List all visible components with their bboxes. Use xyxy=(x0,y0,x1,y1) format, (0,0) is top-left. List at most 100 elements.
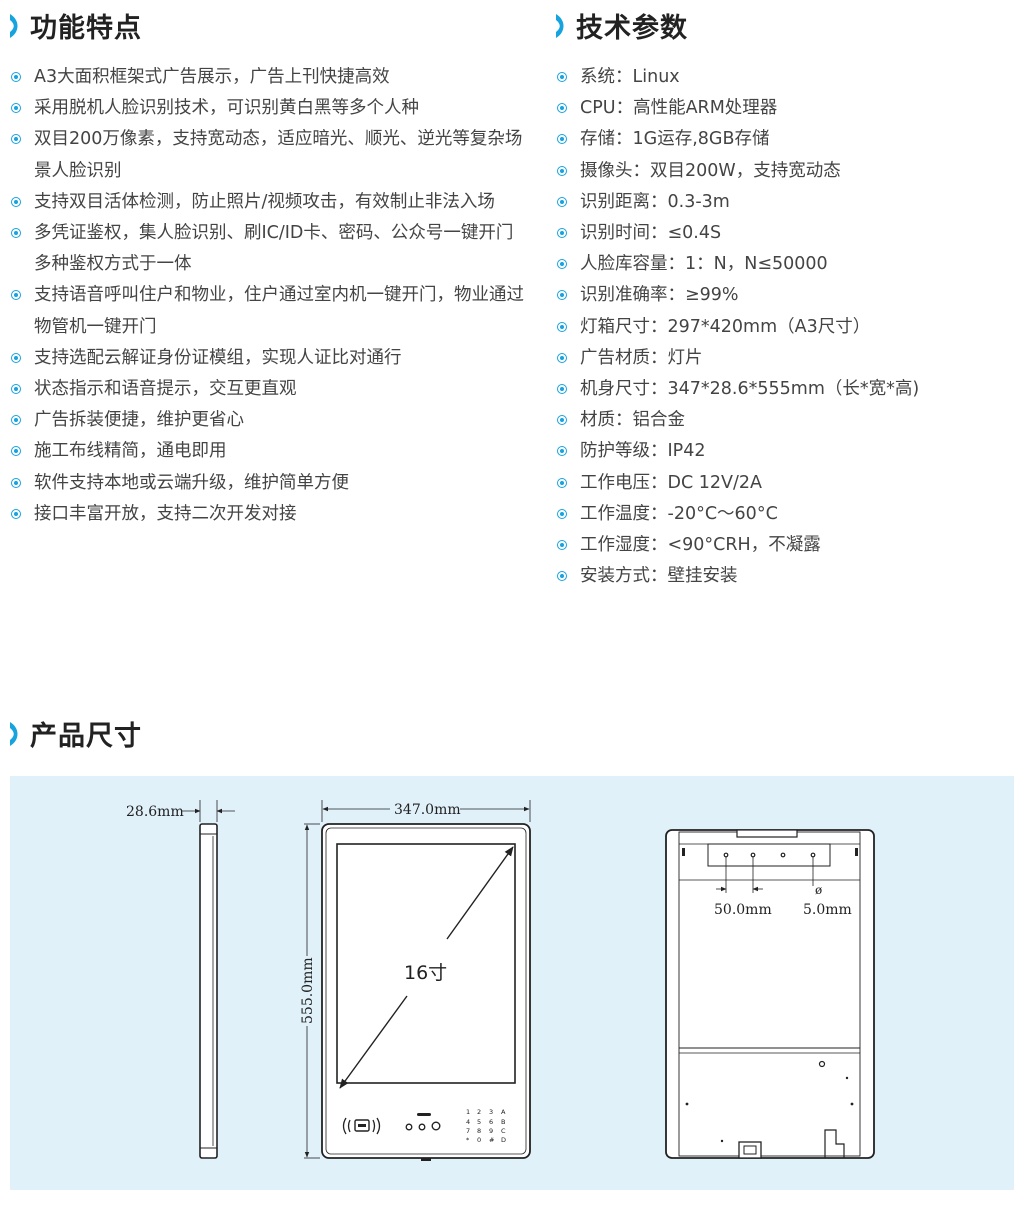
bullet-icon xyxy=(557,384,567,395)
spec-item-text: 机身尺寸：347*28.6*555mm（长*宽*高) xyxy=(580,379,920,400)
spec-item: 识别距离：0.3-3m xyxy=(555,187,1010,218)
spec-item-text: 摄像头：双目200W，支持宽动态 xyxy=(580,160,841,181)
spec-item: 系统：Linux xyxy=(555,62,1010,93)
bullet-icon xyxy=(557,352,567,363)
bullet-icon xyxy=(11,228,21,239)
bullet-icon xyxy=(557,259,567,270)
bullet-icon xyxy=(557,103,567,114)
bullet-icon xyxy=(11,384,21,395)
svg-text:1: 1 xyxy=(466,1108,470,1116)
feature-item-text: 接口丰富开放，支持二次开发对接 xyxy=(34,503,297,524)
feature-item: 施工布线精简，通电即用 xyxy=(9,436,524,467)
bullet-icon xyxy=(557,540,567,551)
bullet-icon xyxy=(557,321,567,332)
side-view: 28.6mm xyxy=(126,800,235,1159)
svg-text:8: 8 xyxy=(477,1127,481,1135)
height-dimension-label: 555.0mm xyxy=(300,957,316,1024)
feature-item-text: 广告拆装便捷，维护更省心 xyxy=(34,410,244,431)
spec-item-text: 材质：铝合金 xyxy=(580,410,685,431)
svg-text:A: A xyxy=(501,1108,506,1116)
features-heading: 功能特点 xyxy=(8,6,142,45)
dimensions-heading: 产品尺寸 xyxy=(8,714,142,753)
bullet-icon xyxy=(11,290,21,301)
spec-item: 灯箱尺寸：297*420mm（A3尺寸） xyxy=(555,312,1010,343)
bullet-icon xyxy=(11,103,21,114)
spec-item-text: 防护等级：IP42 xyxy=(580,441,706,462)
bullet-icon xyxy=(557,415,567,426)
bullet-icon xyxy=(557,508,567,519)
bullet-icon xyxy=(557,196,567,207)
back-view: 50.0mm ø 5.0mm xyxy=(665,829,875,1159)
feature-item-text: 支持语音呼叫住户和物业，住户通过室内机一键开门，物业通过物管机一键开门 xyxy=(34,285,524,337)
dimensions-title: 产品尺寸 xyxy=(30,721,142,752)
svg-text:6: 6 xyxy=(489,1118,493,1126)
bullet-icon xyxy=(557,165,567,176)
spec-item-text: 识别时间：≤0.4S xyxy=(580,223,722,244)
depth-dimension-label: 28.6mm xyxy=(126,804,184,820)
feature-item: 支持双目活体检测，防止照片/视频攻击，有效制止非法入场 xyxy=(9,187,524,218)
spec-item: 摄像头：双目200W，支持宽动态 xyxy=(555,156,1010,187)
feature-item-text: 施工布线精简，通电即用 xyxy=(34,441,227,462)
svg-text:5: 5 xyxy=(477,1118,481,1126)
camera-module-icon xyxy=(405,1113,441,1131)
chevron-right-icon xyxy=(10,721,18,746)
feature-item: 软件支持本地或云端升级，维护简单方便 xyxy=(9,468,524,499)
spec-item-text: CPU：高性能ARM处理器 xyxy=(580,98,778,119)
bullet-icon xyxy=(557,228,567,239)
bullet-icon xyxy=(557,72,567,82)
dimension-drawing-panel: 28.6mm 347.0mm 555.0mm 16寸 xyxy=(10,776,1014,1190)
spec-item-text: 灯箱尺寸：297*420mm（A3尺寸） xyxy=(580,316,871,337)
spec-item: 工作温度：-20°C～60°C xyxy=(555,499,1010,530)
feature-item: 接口丰富开放，支持二次开发对接 xyxy=(9,499,524,530)
spec-item-text: 存储：1G运存,8GB存储 xyxy=(580,129,770,150)
feature-item: 状态指示和语音提示，交互更直观 xyxy=(9,374,524,405)
feature-item-text: 状态指示和语音提示，交互更直观 xyxy=(34,379,297,400)
svg-text:9: 9 xyxy=(489,1127,493,1135)
spec-item: 材质：铝合金 xyxy=(555,405,1010,436)
spec-item-text: 人脸库容量：1：N，N≤50000 xyxy=(580,254,828,275)
svg-text:0: 0 xyxy=(477,1136,481,1144)
svg-text:#: # xyxy=(489,1136,494,1144)
feature-item-text: A3大面积框架式广告展示，广告上刊快捷高效 xyxy=(34,67,390,87)
feature-item-text: 采用脱机人脸识别技术，可识别黄白黑等多个人种 xyxy=(34,98,419,119)
bullet-icon xyxy=(11,134,21,145)
svg-text:D: D xyxy=(501,1136,506,1144)
specs-heading: 技术参数 xyxy=(554,6,688,45)
spec-item: 防护等级：IP42 xyxy=(555,436,1010,467)
spec-item: 识别时间：≤0.4S xyxy=(555,218,1010,249)
spec-item-text: 安装方式：壁挂安装 xyxy=(580,566,738,587)
feature-item: 采用脱机人脸识别技术，可识别黄白黑等多个人种 xyxy=(9,93,524,124)
bullet-icon xyxy=(557,446,567,457)
feature-item-text: 双目200万像素，支持宽动态，适应暗光、顺光、逆光等复杂场景人脸识别 xyxy=(34,129,523,181)
bullet-icon xyxy=(557,571,567,582)
screen-size-label: 16寸 xyxy=(404,962,447,984)
svg-text:C: C xyxy=(501,1127,506,1135)
spec-item: 识别准确率：≥99% xyxy=(555,280,1010,311)
feature-item-text: 多凭证鉴权，集人脸识别、刷IC/ID卡、密码、公众号一键开门多种鉴权方式于一体 xyxy=(34,223,514,275)
spec-item-text: 工作电压：DC 12V/2A xyxy=(580,472,762,493)
bullet-icon xyxy=(11,352,21,363)
spec-item: 机身尺寸：347*28.6*555mm（长*宽*高) xyxy=(555,374,1010,405)
bullet-icon xyxy=(11,508,21,519)
feature-item: 支持选配云解证身份证模组，实现人证比对通行 xyxy=(9,343,524,374)
svg-text:7: 7 xyxy=(466,1127,470,1135)
diameter-symbol: ø xyxy=(815,883,822,897)
feature-item-text: 软件支持本地或云端升级，维护简单方便 xyxy=(34,472,349,493)
feature-item: 双目200万像素，支持宽动态，适应暗光、顺光、逆光等复杂场景人脸识别 xyxy=(9,124,524,186)
feature-item-text: 支持双目活体检测，防止照片/视频攻击，有效制止非法入场 xyxy=(34,191,495,212)
svg-text:4: 4 xyxy=(466,1118,470,1126)
specs-title: 技术参数 xyxy=(576,13,688,44)
spec-item: 工作电压：DC 12V/2A xyxy=(555,468,1010,499)
bullet-icon xyxy=(11,196,21,207)
spec-item-text: 系统：Linux xyxy=(580,67,680,87)
hole-spacing-label: 50.0mm xyxy=(714,902,772,918)
front-view: 347.0mm 555.0mm 16寸 xyxy=(300,800,531,1161)
svg-text:2: 2 xyxy=(477,1108,481,1116)
spec-item: 广告材质：灯片 xyxy=(555,343,1010,374)
spec-item-text: 工作湿度：<90°CRH，不凝露 xyxy=(580,535,821,556)
bullet-icon xyxy=(557,134,567,145)
card-reader-icon xyxy=(342,1117,381,1135)
spec-item: 工作湿度：<90°CRH，不凝露 xyxy=(555,530,1010,561)
